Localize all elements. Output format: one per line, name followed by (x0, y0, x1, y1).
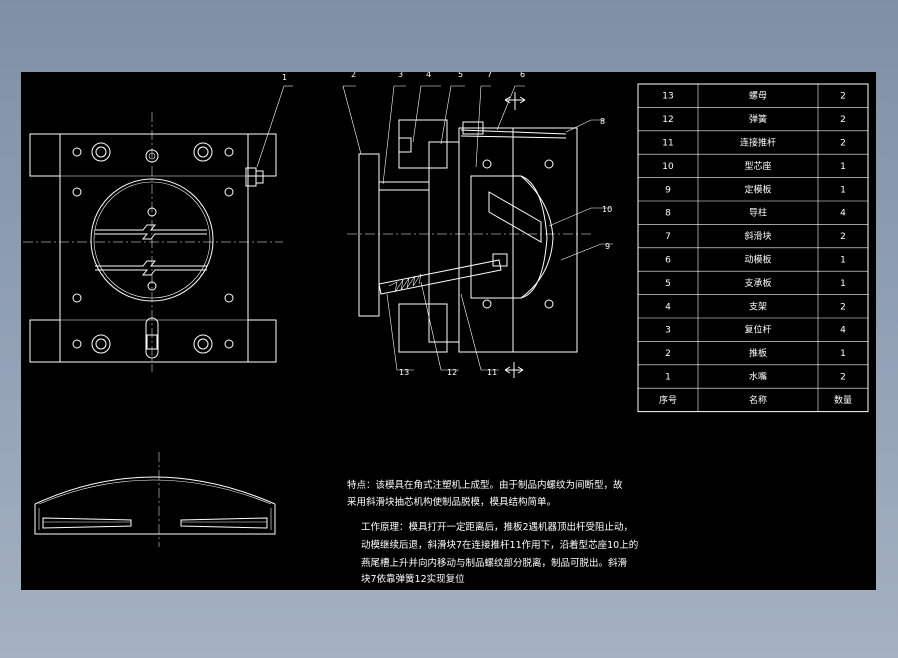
bom-cell-seq: 1 (665, 373, 671, 383)
part-label-13: 13 (399, 368, 409, 377)
part-label-12: 12 (447, 368, 457, 377)
horizontal-arrow-icon (504, 362, 524, 378)
bom-cell-seq: 10 (662, 162, 674, 172)
bom-cell-seq: 3 (665, 326, 671, 336)
bom-cell-qty: 1 (840, 279, 846, 289)
bom-header-seq: 序号 (659, 394, 677, 406)
bom-cell-name: 支架 (749, 300, 767, 312)
bom-cell-qty: 2 (840, 232, 846, 242)
bom-cell-seq: 9 (665, 185, 671, 195)
bom-cell-seq: 5 (665, 279, 671, 289)
bom-cell-name: 导柱 (749, 207, 767, 219)
bom-cell-qty: 1 (840, 162, 846, 172)
bolt-icon (91, 142, 213, 354)
bom-cell-seq: 7 (665, 232, 671, 242)
part-label-4: 4 (426, 72, 431, 79)
bom-cell-name: 动模板 (744, 254, 771, 266)
part-label-3: 3 (398, 72, 403, 79)
part-label-9: 9 (605, 242, 610, 251)
part-label-11: 11 (487, 368, 497, 377)
horizontal-arrow-icon (504, 92, 526, 110)
bom-cell-seq: 6 (665, 256, 671, 266)
bom-cell-name: 螺母 (749, 91, 767, 102)
section-view (342, 85, 613, 378)
part-label-8: 8 (600, 117, 605, 126)
principle-line-4: 块7依靠弹簧12实现复位 (361, 573, 465, 585)
bom-cell-name: 定模板 (744, 183, 771, 195)
features-line-2: 采用斜滑块抽芯机构使制品脱模，模具结构简单。 (347, 496, 556, 508)
part-label-7: 7 (487, 72, 492, 79)
bom-cell-qty: 2 (840, 302, 846, 312)
bom-cell-name: 复位杆 (744, 324, 771, 336)
bom-cell-name: 推板 (749, 347, 767, 359)
bom-cell-qty: 1 (840, 185, 846, 195)
bom-cell-qty: 2 (840, 139, 846, 149)
bom-cell-name: 斜滑块 (744, 230, 771, 242)
bom-cell-seq: 13 (662, 92, 673, 102)
features-line-1: 特点：该模具在角式注塑机上成型。由于制品内螺纹为间断型，故 (347, 479, 623, 491)
principle-line-1: 工作原理：模具打开一定距离后，推板2遇机器顶出杆受阻止动， (361, 521, 633, 533)
bom-cell-seq: 11 (662, 139, 673, 149)
part-labels: 2 3 4 5 7 6 1 8 10 9 13 12 11 (282, 72, 612, 377)
bom-cell-qty: 1 (840, 256, 846, 266)
bom-cell-name: 连接推杆 (740, 137, 776, 149)
part-label-6: 6 (520, 72, 525, 79)
notes: 特点：该模具在角式注塑机上成型。由于制品内螺纹为间断型，故 采用斜滑块抽芯机构使… (347, 479, 638, 585)
part-label-5: 5 (458, 72, 463, 79)
bom-cell-qty: 2 (840, 92, 846, 102)
bom-cell-name: 支承板 (744, 277, 771, 289)
drawing-svg: 2 3 4 5 7 6 1 8 10 9 13 12 11 13螺母212弹簧2… (23, 72, 869, 585)
bom-cell-name: 水嘴 (749, 371, 767, 383)
bom-cell-qty: 4 (840, 326, 846, 336)
bom-cell-seq: 8 (665, 209, 671, 219)
part-label-2: 2 (351, 72, 356, 79)
principle-line-3: 燕尾槽上升并向内移动与制品螺纹部分脱离，制品可脱出。斜滑 (361, 557, 628, 569)
bom-cell-seq: 4 (665, 302, 671, 312)
bom-cell-seq: 2 (665, 349, 671, 359)
bom-cell-qty: 1 (840, 349, 846, 359)
bom-header-qty: 数量 (834, 394, 852, 406)
part-label-10: 10 (602, 205, 612, 214)
bom-cell-seq: 12 (662, 115, 673, 125)
bom-cell-qty: 2 (840, 373, 846, 383)
bom-cell-qty: 2 (840, 115, 846, 125)
principle-line-2: 动模继续后退，斜滑块7在连接推杆11作用下，沿着型芯座10上的 (361, 539, 638, 551)
part-label-1: 1 (282, 73, 287, 82)
product-view (34, 452, 276, 547)
bom-cell-name: 型芯座 (744, 160, 771, 172)
bom-cell-qty: 4 (840, 209, 846, 219)
bom-cell-name: 弹簧 (749, 113, 767, 125)
bom-header-name: 名称 (749, 394, 767, 406)
plan-view (23, 85, 293, 372)
